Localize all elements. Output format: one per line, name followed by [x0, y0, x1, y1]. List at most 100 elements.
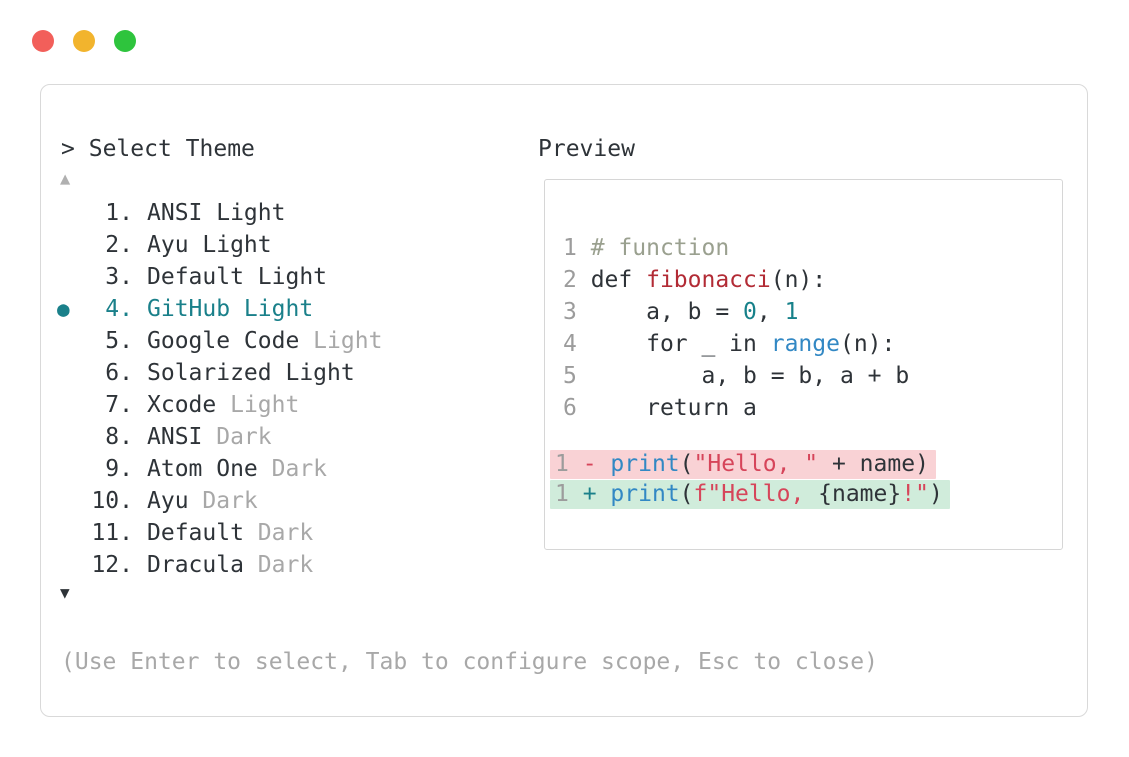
- diff-preview: 1 - print("Hello, " + name)1 + print(f"H…: [550, 450, 950, 510]
- prompt-caret-icon: >: [61, 136, 75, 162]
- code-token: print: [610, 481, 680, 507]
- scroll-down-icon[interactable]: ▼: [60, 583, 70, 602]
- theme-item-variant: Dark: [243, 552, 314, 578]
- theme-item-name: Atom One: [147, 456, 258, 482]
- line-number: 1: [555, 451, 583, 477]
- code-line: 6 return a: [563, 392, 909, 424]
- theme-item-variant: Dark: [243, 520, 314, 546]
- preview-label: Preview: [538, 136, 635, 162]
- code-token: range: [770, 331, 840, 357]
- code-token: 1: [784, 299, 799, 325]
- theme-item-number: 2.: [105, 232, 133, 258]
- code-token: f"Hello,: [693, 481, 819, 507]
- theme-item-solarized-light[interactable]: 6. Solarized Light: [57, 357, 382, 389]
- theme-list: 1. ANSI Light 2. Ayu Light 3. Default Light ● 4…: [57, 197, 382, 581]
- theme-item-name: Solarized Light: [147, 360, 355, 386]
- theme-item-name: GitHub Light: [147, 296, 314, 322]
- theme-item-ayu-light[interactable]: 2. Ayu Light: [57, 229, 382, 261]
- theme-item-name: Dracula: [147, 552, 244, 578]
- keyboard-hint: (Use Enter to select, Tab to configure s…: [61, 649, 878, 675]
- code-line: 5 a, b = b, a + b: [563, 360, 909, 392]
- code-token: ,: [756, 299, 785, 325]
- theme-item-variant: Dark: [257, 456, 328, 482]
- code-token: fibonacci: [646, 267, 771, 293]
- code-token: for _ in: [590, 331, 771, 357]
- theme-item-number: 5.: [105, 328, 133, 354]
- code-token: return a: [590, 395, 757, 421]
- theme-item-number: 12.: [91, 552, 133, 578]
- line-number: 1: [555, 481, 583, 507]
- code-token: (n):: [839, 331, 896, 357]
- code-token: a, b =: [590, 299, 744, 325]
- code-token: (: [679, 451, 694, 477]
- minimize-button[interactable]: [73, 30, 95, 52]
- theme-item-name: Google Code: [147, 328, 300, 354]
- scroll-up-icon[interactable]: ▲: [60, 169, 71, 189]
- window-traffic-lights: [32, 30, 136, 52]
- line-number: 3: [563, 299, 591, 325]
- theme-item-variant: Light: [216, 392, 300, 418]
- selected-bullet-icon: ●: [57, 297, 70, 321]
- theme-item-google-code[interactable]: 5. Google Code Light: [57, 325, 382, 357]
- theme-item-name: Xcode: [147, 392, 217, 418]
- theme-item-number: 7.: [105, 392, 133, 418]
- line-number: 2: [563, 267, 591, 293]
- code-token: (: [679, 481, 694, 507]
- code-token: "Hello, ": [693, 451, 819, 477]
- theme-item-number: 3.: [105, 264, 133, 290]
- theme-item-name: ANSI: [147, 424, 203, 450]
- theme-item-number: 11.: [91, 520, 133, 546]
- theme-item-name: Default: [147, 520, 244, 546]
- line-number: 5: [563, 363, 591, 389]
- theme-item-variant: Dark: [188, 488, 258, 514]
- code-token: a, b = b, a + b: [590, 363, 910, 389]
- theme-item-number: 10.: [91, 488, 133, 514]
- theme-item-number: 8.: [105, 424, 133, 450]
- theme-item-number: 4.: [105, 296, 133, 322]
- theme-selector-window: > Select Theme Preview ▲ 1. ANSI Light 2. A…: [40, 84, 1088, 717]
- close-button[interactable]: [32, 30, 54, 52]
- code-line: 4 for _ in range(n):: [563, 328, 909, 360]
- theme-item-variant: Dark: [202, 424, 272, 450]
- code-line: 1 # function: [563, 232, 909, 264]
- theme-item-ansi-light[interactable]: 1. ANSI Light: [57, 197, 382, 229]
- theme-item-name: Default Light: [147, 264, 328, 290]
- code-token: (n):: [770, 267, 827, 293]
- theme-item-name: ANSI Light: [147, 200, 286, 226]
- theme-item-github-light[interactable]: ● 4. GitHub Light: [57, 293, 382, 325]
- code-token: def: [590, 267, 647, 293]
- theme-item-atom-one[interactable]: 9. Atom One Dark: [57, 453, 382, 485]
- code-token: 0: [743, 299, 757, 325]
- theme-item-number: 9.: [105, 456, 133, 482]
- theme-item-default-light[interactable]: 3. Default Light: [57, 261, 382, 293]
- theme-item-ansi[interactable]: 8. ANSI Dark: [57, 421, 382, 453]
- select-theme-prompt: > Select Theme: [61, 133, 255, 165]
- theme-item-dracula[interactable]: 12. Dracula Dark: [57, 549, 382, 581]
- code-token: -: [582, 451, 611, 477]
- code-token: !": [901, 481, 929, 507]
- theme-item-default[interactable]: 11. Default Dark: [57, 517, 382, 549]
- theme-item-variant: Light: [299, 328, 383, 354]
- code-line: 3 a, b = 0, 1: [563, 296, 909, 328]
- code-line: 2 def fibonacci(n):: [563, 264, 909, 296]
- zoom-button[interactable]: [114, 30, 136, 52]
- diff-line-removed: 1 - print("Hello, " + name): [550, 450, 936, 479]
- code-token: print: [610, 451, 680, 477]
- code-token: +: [582, 481, 611, 507]
- diff-line-added: 1 + print(f"Hello, {name}!"): [550, 480, 950, 509]
- line-number: 6: [563, 395, 591, 421]
- theme-item-ayu[interactable]: 10. Ayu Dark: [57, 485, 382, 517]
- line-number: 1: [563, 235, 591, 261]
- theme-item-name: Ayu: [147, 488, 189, 514]
- code-token: # function: [590, 235, 730, 261]
- code-token: + name): [818, 451, 929, 477]
- theme-item-number: 1.: [105, 200, 133, 226]
- theme-item-number: 6.: [105, 360, 133, 386]
- code-token: ): [928, 481, 943, 507]
- code-token: {name}: [818, 481, 902, 507]
- line-number: 4: [563, 331, 591, 357]
- theme-item-name: Ayu Light: [147, 232, 272, 258]
- theme-item-xcode[interactable]: 7. Xcode Light: [57, 389, 382, 421]
